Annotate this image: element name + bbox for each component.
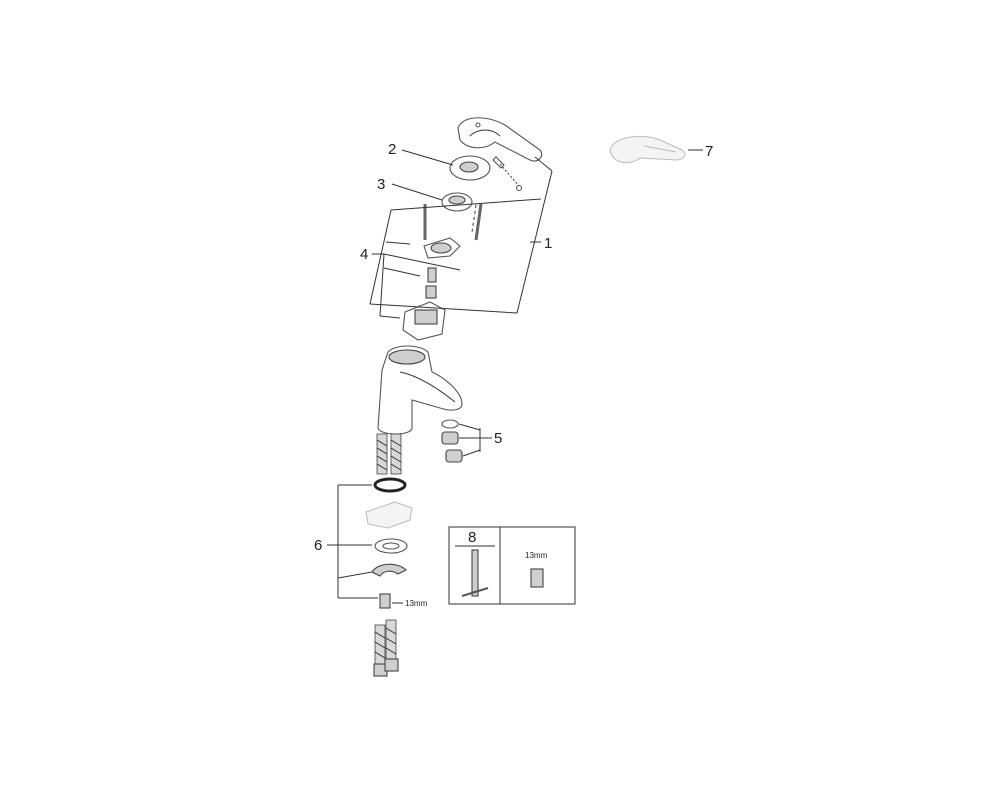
callout-2: 2	[388, 141, 396, 158]
callout-8: 8	[468, 529, 476, 546]
braided-hose-lower	[373, 619, 399, 677]
aerator-parts	[441, 419, 463, 463]
callout-3: 3	[377, 176, 385, 193]
cartridge-top	[441, 192, 473, 212]
hose-nut-size-label: 13mm	[405, 599, 428, 608]
cartridge-body	[402, 301, 446, 341]
leader-lines	[327, 149, 703, 604]
spare-handle	[609, 135, 686, 164]
tool-box: 8 13mm	[448, 526, 576, 605]
flange-ring	[423, 237, 461, 259]
callout-4: 4	[360, 246, 368, 263]
callout-1: 1	[544, 235, 552, 252]
mounting-plate	[365, 501, 413, 529]
spindle-parts	[425, 267, 437, 299]
nut	[379, 593, 391, 609]
key-tool	[461, 549, 489, 597]
socket-tool	[530, 568, 544, 588]
o-ring	[373, 477, 407, 493]
lever-handle	[457, 117, 543, 162]
horseshoe-washer	[371, 563, 407, 577]
mounting-kit	[365, 477, 413, 609]
callout-5: 5	[494, 430, 502, 447]
callout-6: 6	[314, 537, 322, 554]
callout-7: 7	[705, 143, 713, 160]
handle-screw	[492, 156, 523, 192]
braided-hose-upper	[376, 433, 402, 475]
key-size-label: 13mm	[525, 551, 548, 560]
fixing-bolts	[423, 203, 483, 241]
cover-cap	[449, 155, 491, 181]
